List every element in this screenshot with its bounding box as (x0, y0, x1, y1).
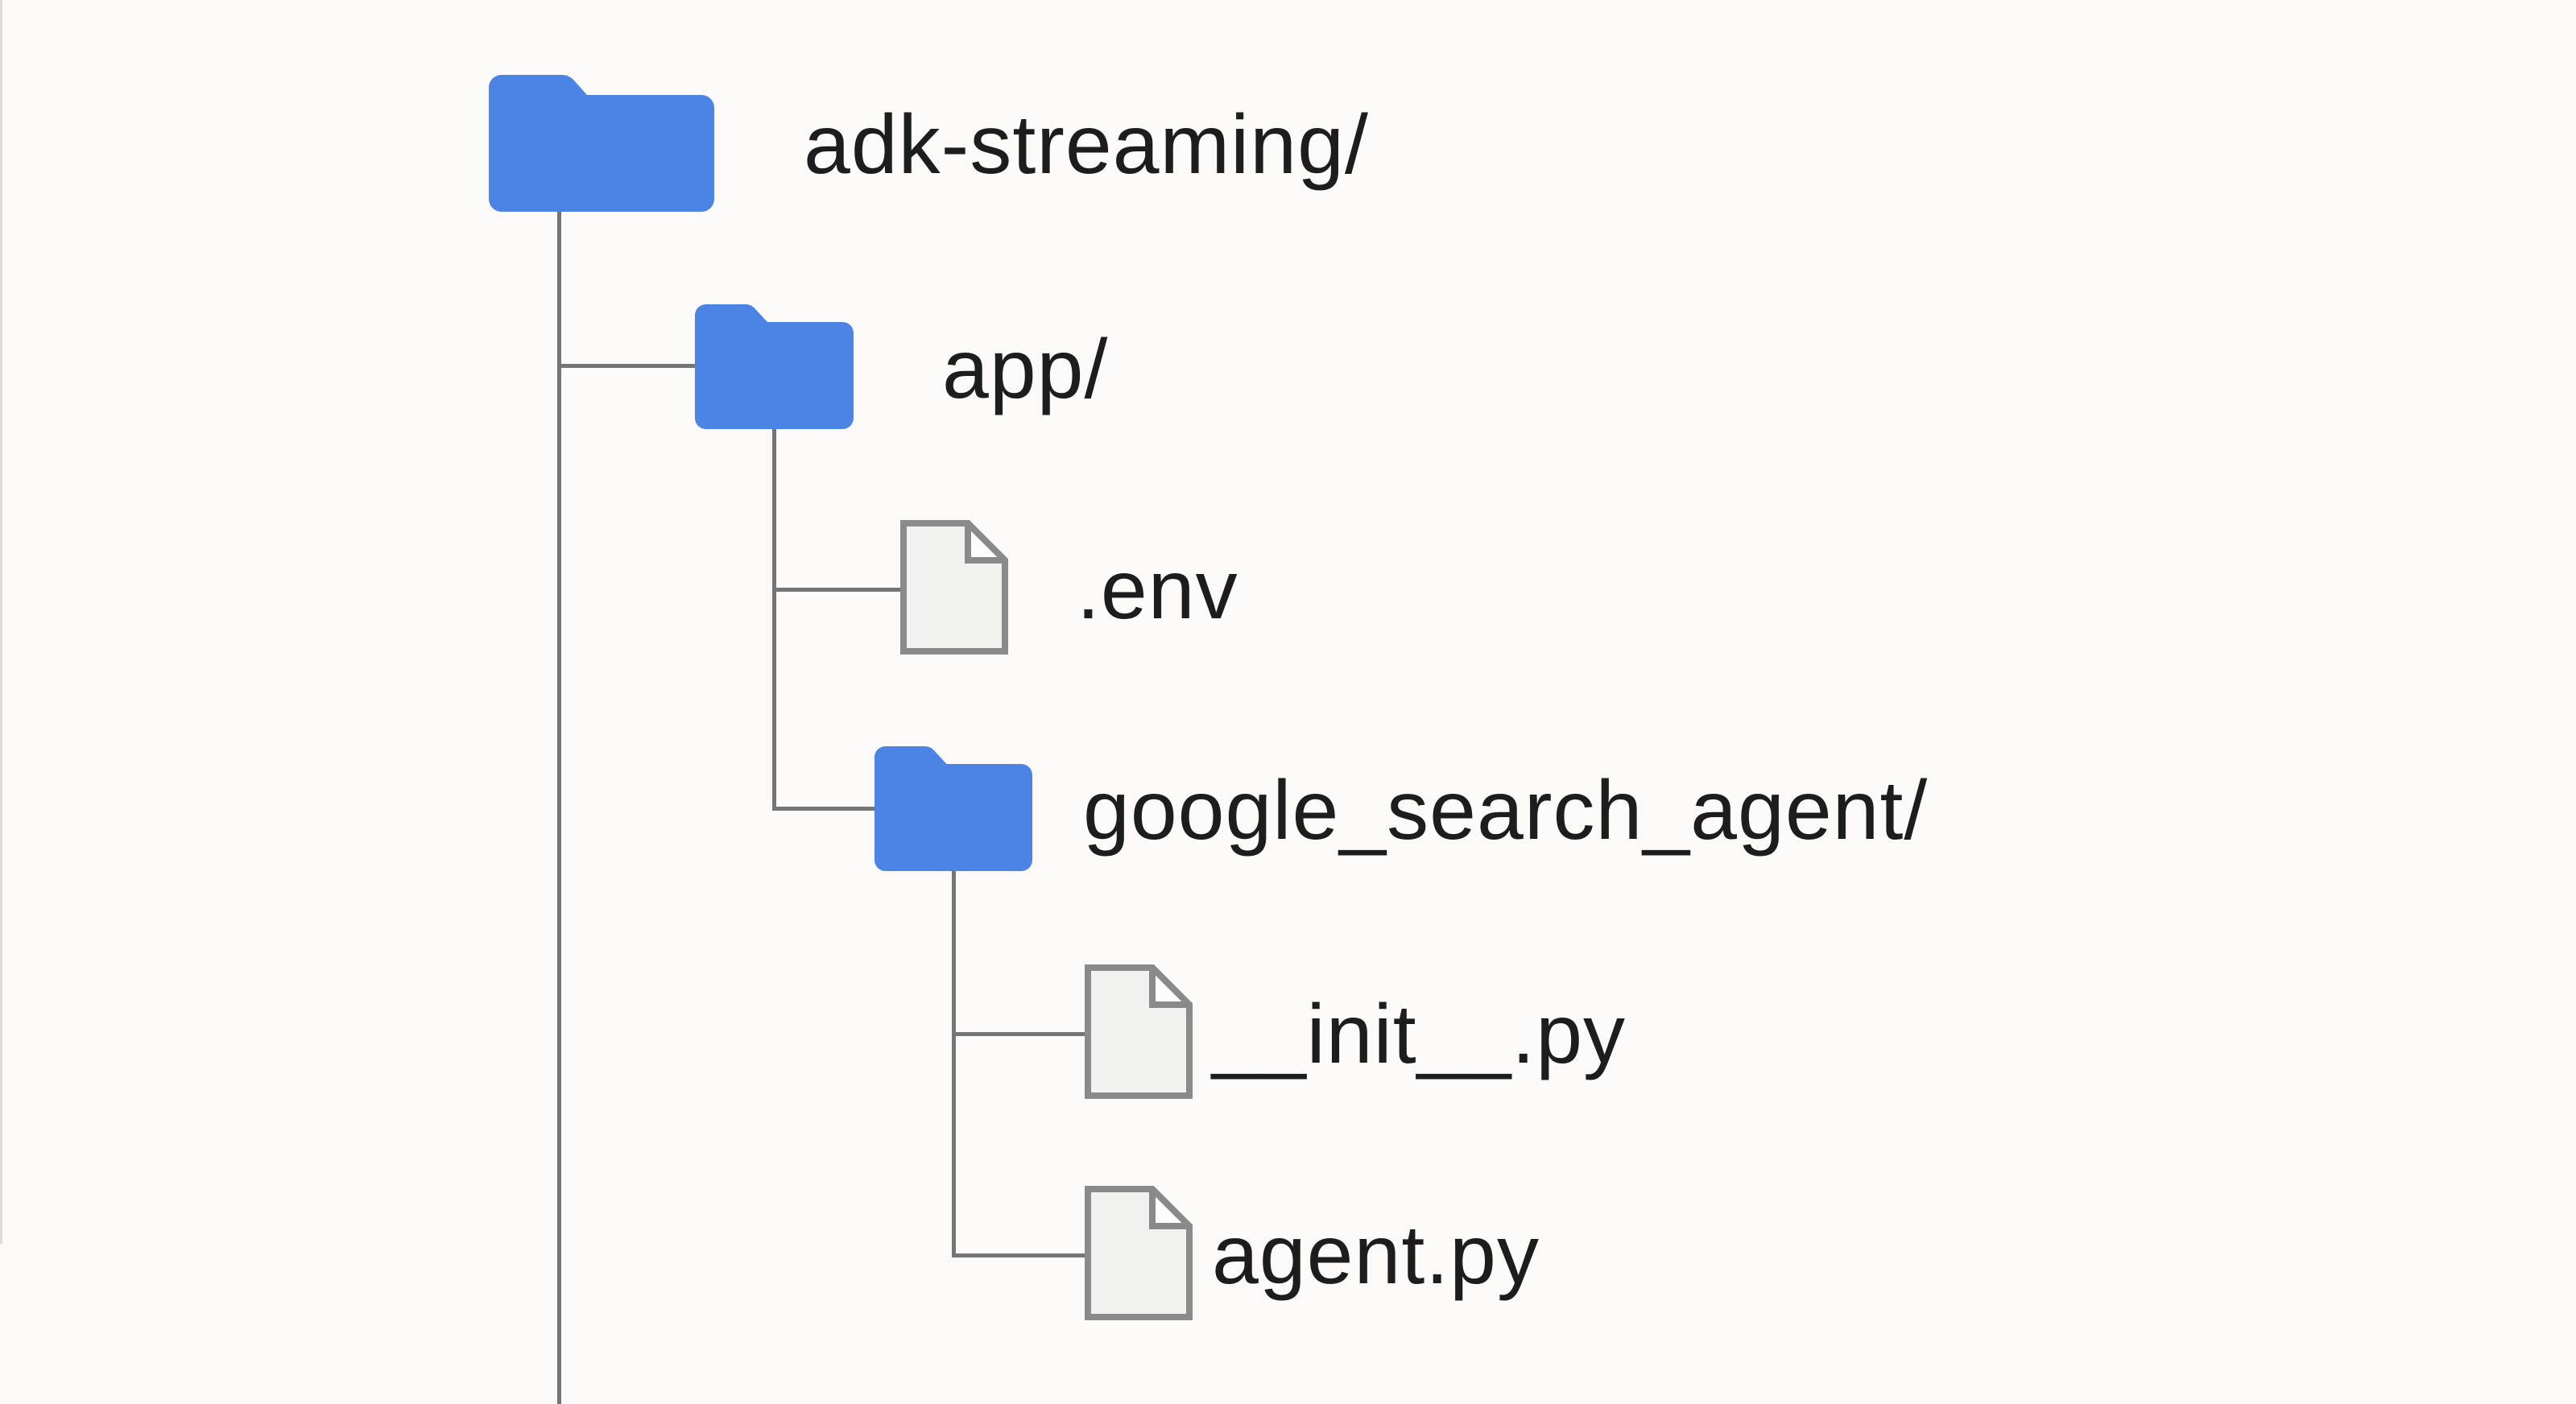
tree-connector-google-search-agent-branch (772, 807, 875, 811)
tree-connector-google-search-agent-vertical (952, 871, 956, 1257)
tree-connector-app-vertical (772, 428, 776, 811)
tree-item-label-app: app/ (942, 323, 1109, 416)
tree-connector-root-vertical (557, 211, 561, 1404)
tree-connector-env-branch (772, 588, 900, 592)
tree-connector-init-branch (952, 1032, 1085, 1036)
tree-item-label-adk-streaming: adk-streaming/ (804, 98, 1369, 192)
folder-icon (489, 75, 714, 212)
file-icon (900, 520, 1008, 655)
tree-connector-agent-branch (952, 1253, 1085, 1257)
tree-item-label-init-py: __init__.py (1212, 988, 1627, 1081)
file-icon (1085, 1186, 1193, 1320)
tree-item-label-google-search-agent: google_search_agent/ (1083, 764, 1929, 857)
folder-icon (695, 304, 854, 429)
tree-item-label-agent-py: agent.py (1212, 1208, 1540, 1302)
tree-item-label-env: .env (1077, 543, 1238, 637)
folder-icon (875, 746, 1032, 871)
left-edge-line (0, 0, 2, 1244)
tree-connector-app-branch (557, 364, 695, 368)
file-icon (1085, 964, 1193, 1099)
